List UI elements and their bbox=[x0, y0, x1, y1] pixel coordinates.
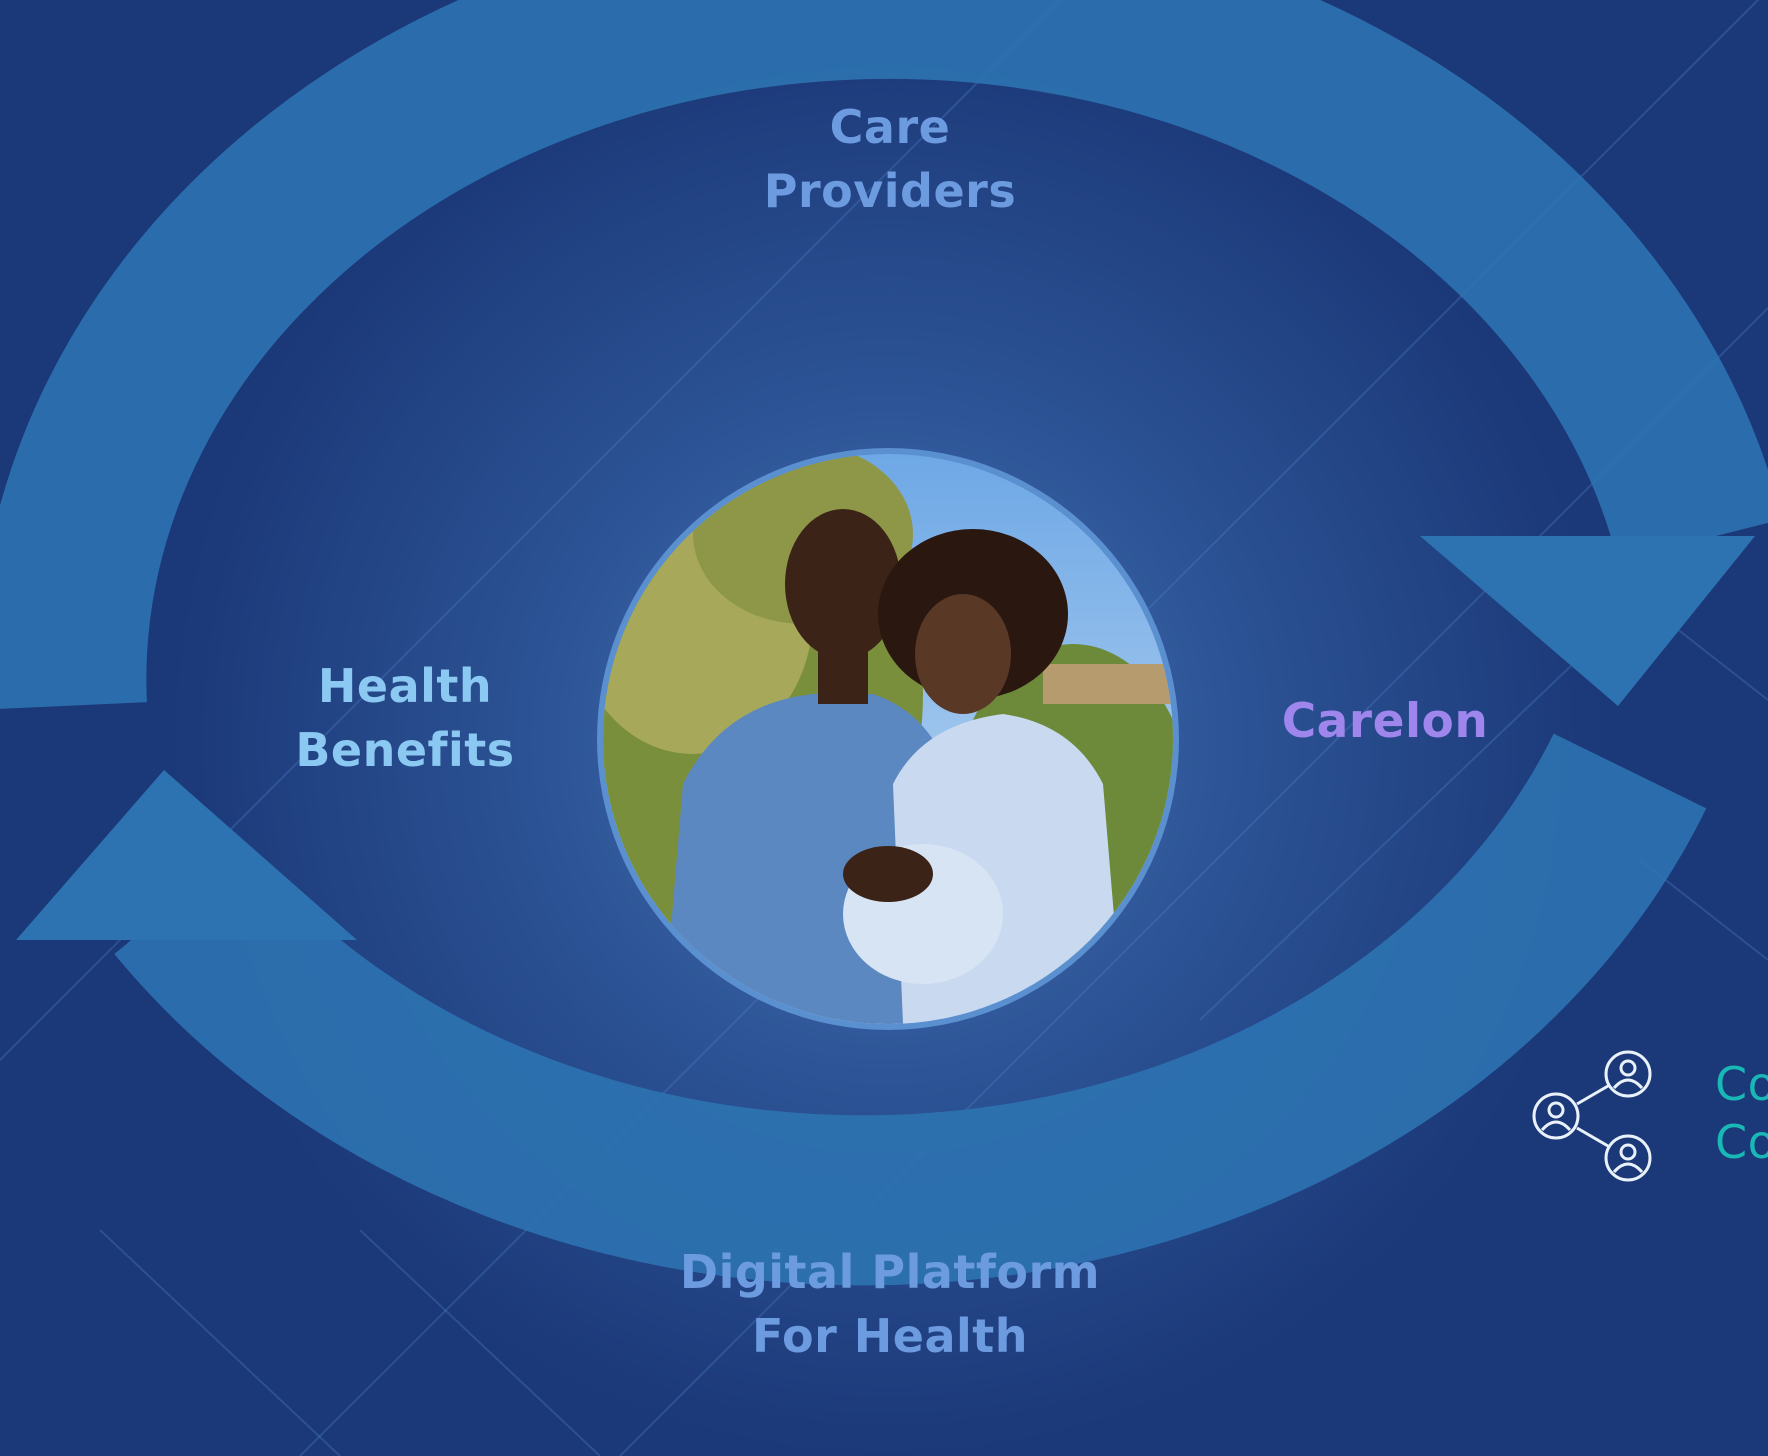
people-network-icon bbox=[1532, 1050, 1652, 1182]
couple-photo bbox=[603, 454, 1173, 1024]
connected-care-text: Co Co bbox=[1715, 1057, 1768, 1169]
connected-care-label: Co Co bbox=[1715, 1055, 1768, 1171]
digital-platform-label: Digital Platform For Health bbox=[630, 1240, 1150, 1368]
top-arrowhead bbox=[1420, 536, 1755, 706]
health-benefits-label: Health Benefits bbox=[240, 654, 570, 782]
top-cycle-arrow bbox=[0, 0, 1768, 709]
care-providers-label: Care Providers bbox=[690, 95, 1090, 223]
bottom-arrowhead bbox=[16, 770, 357, 940]
bottom-cycle-arrow bbox=[114, 733, 1707, 1286]
carelon-label: Carelon bbox=[1240, 690, 1530, 754]
health-benefits-text: Health Benefits bbox=[295, 659, 515, 777]
care-providers-text: Care Providers bbox=[763, 100, 1017, 218]
carelon-text: Carelon bbox=[1281, 694, 1489, 749]
center-photo-frame bbox=[597, 448, 1179, 1030]
digital-platform-text: Digital Platform For Health bbox=[679, 1245, 1101, 1363]
